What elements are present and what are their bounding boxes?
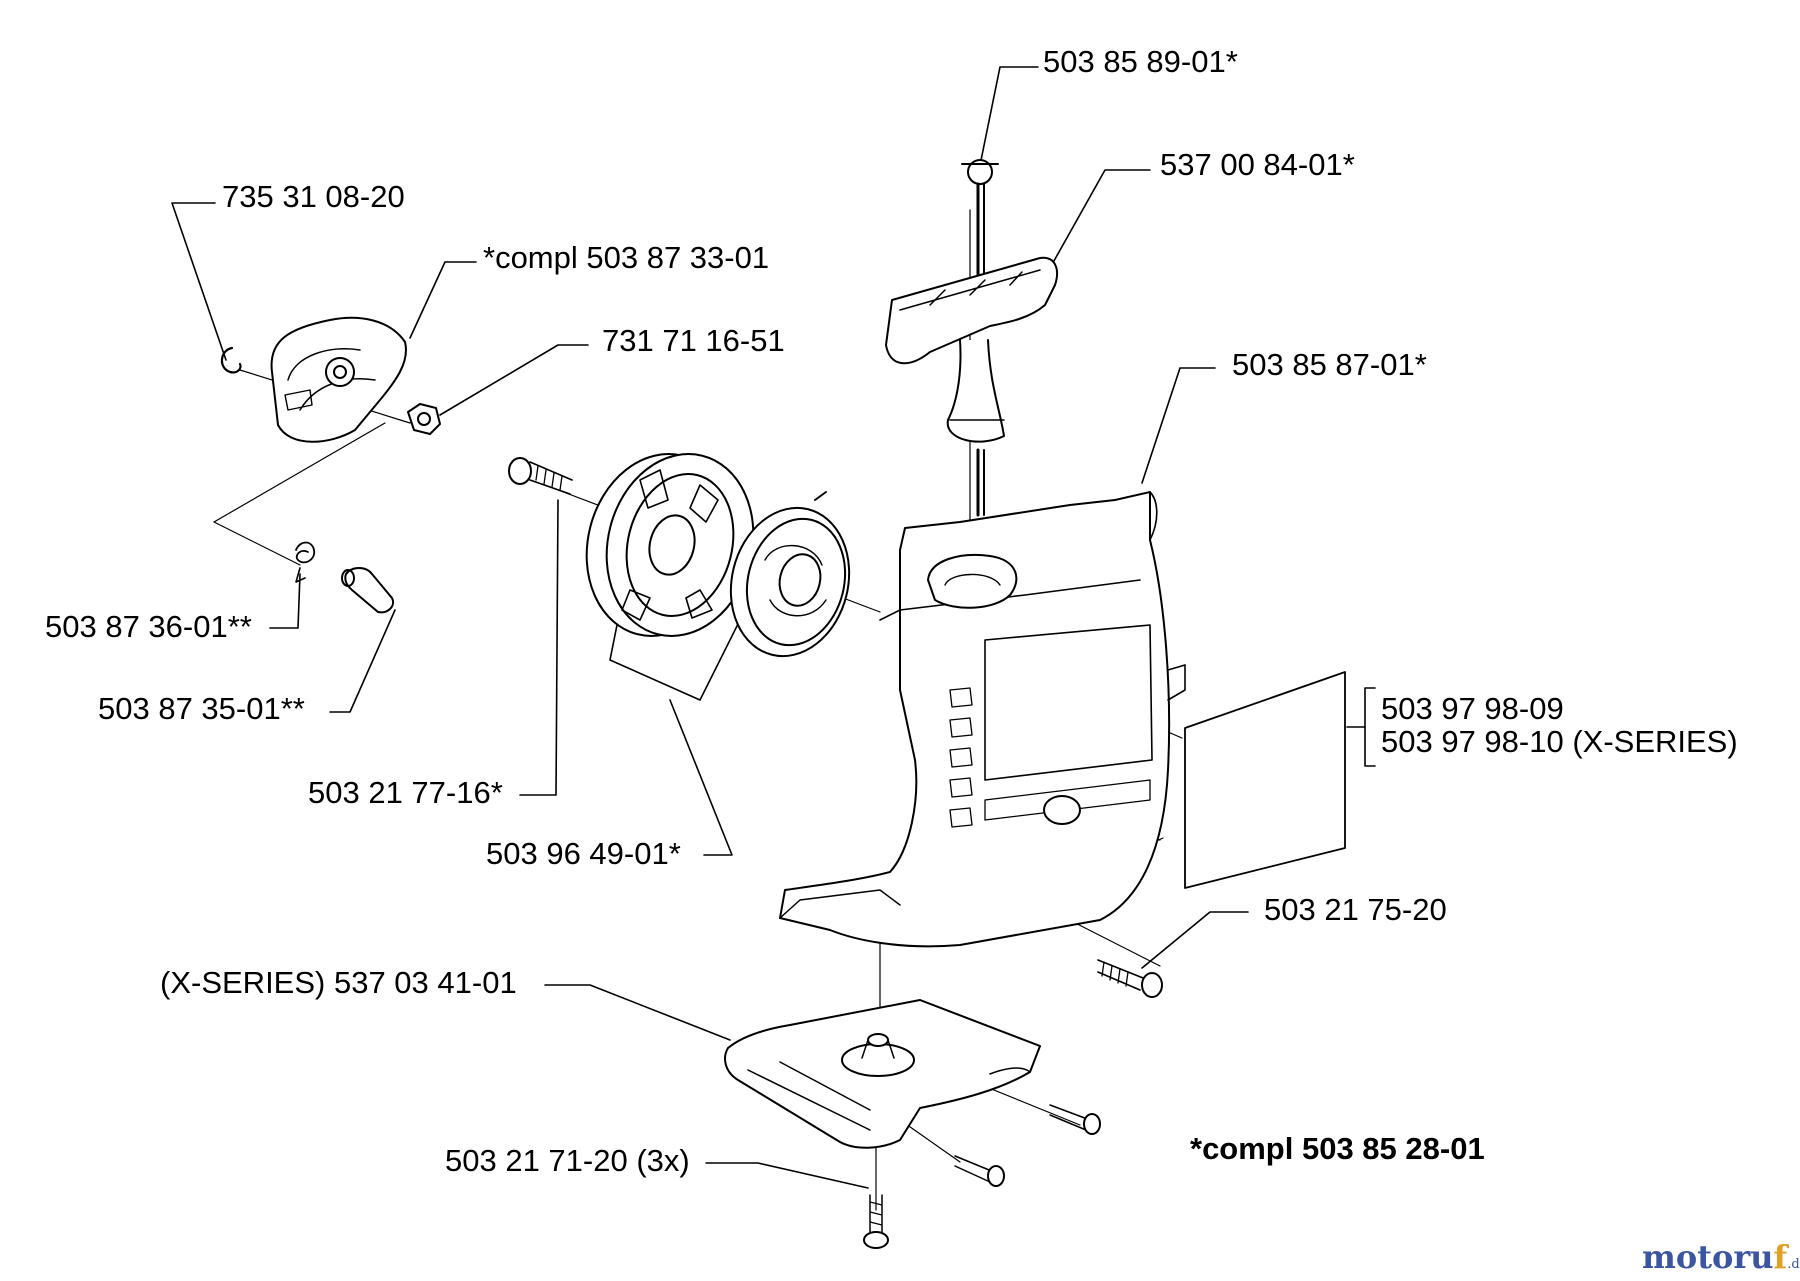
pulley-screw bbox=[508, 457, 573, 495]
watermark-part-b: f bbox=[1773, 1238, 1788, 1276]
label-537-00-84-01: 537 00 84-01* bbox=[1160, 147, 1355, 182]
site-watermark: motoruf.de bbox=[1642, 1238, 1800, 1276]
base-plate bbox=[724, 999, 1041, 1149]
label-503-96-49-01: 503 96 49-01* bbox=[486, 836, 681, 871]
label-503-21-71-20: 503 21 71-20 (3x) bbox=[445, 1143, 690, 1178]
label-735-31-08-20: 735 31 08-20 bbox=[222, 179, 405, 214]
leader-lines bbox=[171, 66, 1376, 1189]
starter-housing bbox=[779, 491, 1186, 948]
label-731-71-16-51: 731 71 16-51 bbox=[602, 323, 785, 358]
label-503-87-35-01: 503 87 35-01** bbox=[98, 691, 305, 726]
label-503-97-98-09: 503 97 98-09 bbox=[1381, 691, 1564, 726]
spring-cassette bbox=[729, 491, 851, 658]
rope-pulley bbox=[585, 453, 755, 637]
label-503-85-89-01: 503 85 89-01* bbox=[1043, 44, 1238, 79]
label-503-21-75-20: 503 21 75-20 bbox=[1264, 892, 1447, 927]
label-compl-503-87-33-01: *compl 503 87 33-01 bbox=[483, 240, 770, 275]
watermark-part-c: .de bbox=[1787, 1257, 1800, 1272]
starter-handle bbox=[885, 256, 1059, 443]
pulley-cover bbox=[270, 316, 407, 443]
compl-note: *compl 503 85 28-01 bbox=[1190, 1131, 1485, 1166]
pawl-spring bbox=[295, 541, 316, 583]
label-503-21-77-16: 503 21 77-16* bbox=[308, 775, 503, 810]
nut bbox=[407, 403, 441, 435]
label-503-85-87-01: 503 85 87-01* bbox=[1232, 347, 1427, 382]
label-503-97-98-10: 503 97 98-10 (X-SERIES) bbox=[1381, 724, 1738, 759]
circlip bbox=[220, 346, 242, 374]
starter-rope bbox=[961, 159, 999, 517]
housing-screw bbox=[1097, 959, 1163, 998]
pawl bbox=[341, 567, 394, 614]
watermark-part-a: motoru bbox=[1642, 1238, 1774, 1276]
label-537-03-41-01: (X-SERIES) 537 03 41-01 bbox=[160, 965, 517, 1000]
label-503-87-36-01: 503 87 36-01** bbox=[45, 609, 252, 644]
decal bbox=[1184, 671, 1346, 889]
base-screws bbox=[863, 1104, 1101, 1249]
